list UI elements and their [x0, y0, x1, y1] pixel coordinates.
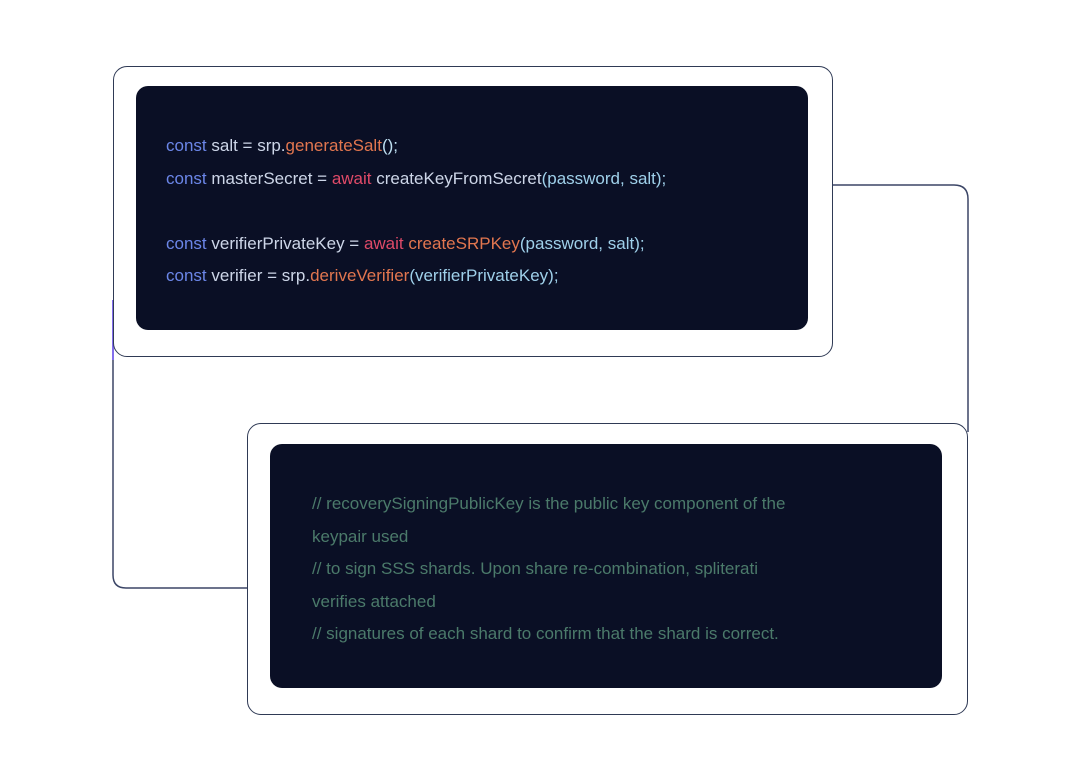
code-line: const masterSecret = await createKeyFrom… [166, 163, 808, 196]
code-token-id: salt = srp. [206, 136, 286, 155]
comment-line: // recoverySigningPublicKey is the publi… [312, 494, 786, 513]
code-token-id: createKeyFromSecret [371, 168, 542, 188]
code-token-await: await [363, 233, 404, 253]
code-token-id: masterSecret = [206, 168, 332, 188]
code-card-bottom: // recoverySigningPublicKey is the publi… [247, 423, 968, 715]
connector-left [112, 300, 247, 589]
code-token-fn: deriveVerifier [310, 266, 410, 285]
comment-line: keypair used [312, 526, 409, 546]
code-token-fn: createSRPKey [408, 233, 520, 253]
code-token-id: verifierPrivateKey = [206, 233, 364, 253]
code-token-kw: const [166, 266, 207, 285]
code-token-par: (); [381, 136, 398, 155]
code-token-await: await [331, 168, 372, 188]
code-line [166, 195, 808, 228]
comment-line: verifies attached [312, 591, 436, 611]
code-token-fn: generateSalt [285, 136, 382, 155]
code-token-kw: const [166, 168, 207, 188]
code-token-kw: const [166, 136, 207, 155]
code-card-top: const salt = srp.generateSalt(); const m… [113, 66, 833, 357]
comment-line: // signatures of each shard to confirm t… [312, 624, 779, 643]
code-line: const verifier = srp.deriveVerifier(veri… [166, 260, 808, 293]
code-line: const salt = srp.generateSalt(); [166, 130, 808, 163]
code-token-arg: (password, salt); [519, 233, 645, 253]
connector-right [833, 184, 969, 432]
code-line: const verifierPrivateKey = await createS… [166, 228, 808, 261]
comment-line: // to sign SSS shards. Upon share re-com… [312, 559, 758, 578]
code-block-bottom: // recoverySigningPublicKey is the publi… [270, 444, 942, 688]
code-token-arg: (verifierPrivateKey); [409, 266, 559, 285]
code-block-top: const salt = srp.generateSalt(); const m… [136, 86, 808, 330]
code-token-arg: (password, salt); [541, 168, 667, 188]
code-token-id: verifier = srp. [206, 266, 311, 285]
code-token-kw: const [166, 233, 207, 253]
